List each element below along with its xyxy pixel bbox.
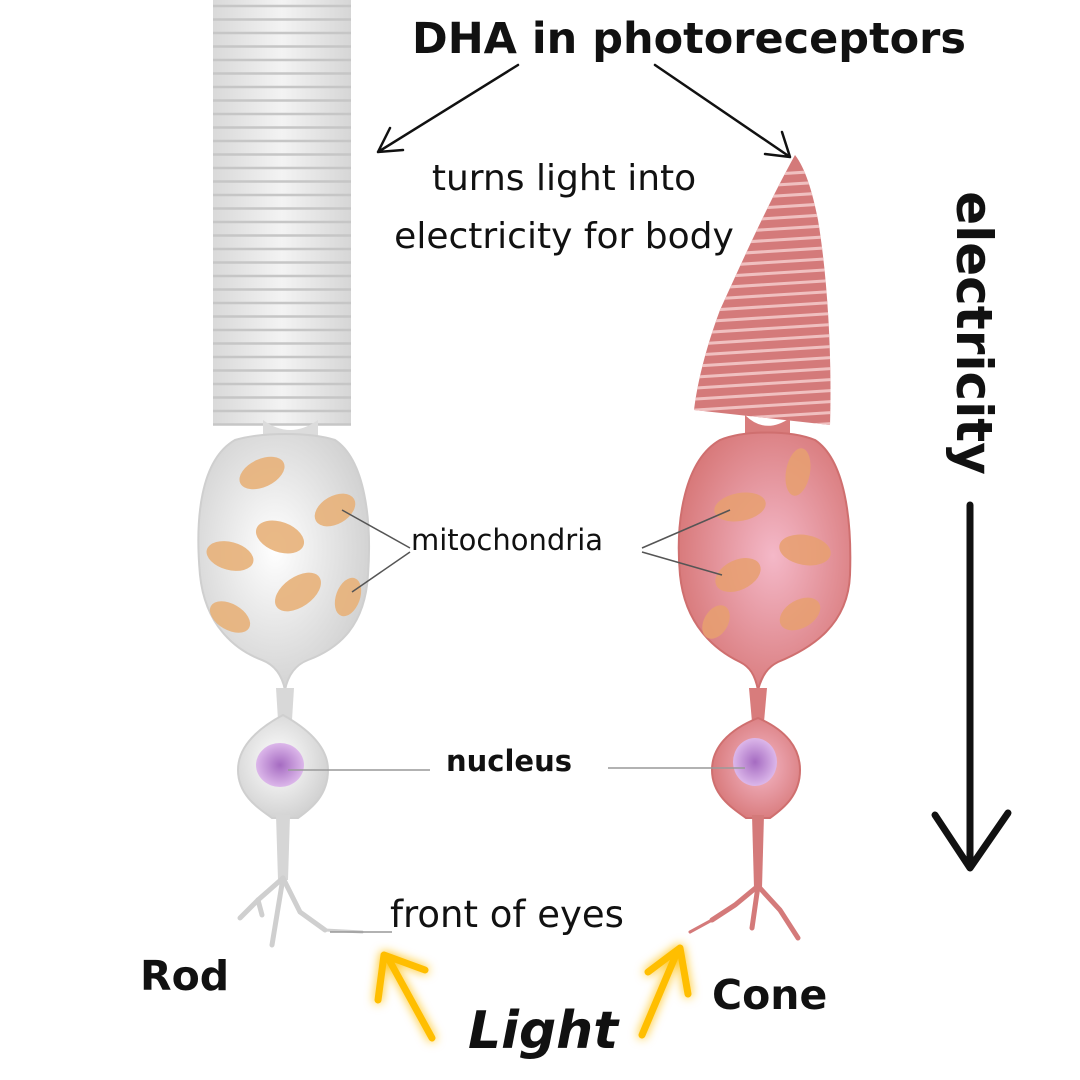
arrow-to-cone [653, 63, 792, 159]
cone-cell [677, 155, 852, 941]
rod-disc-background [213, 0, 351, 425]
cone-disc [694, 366, 831, 380]
description-text: turns light into electricity for body [394, 158, 734, 257]
cone-nucleus [733, 738, 777, 786]
cone-synaptic-terminal [688, 883, 801, 941]
mitochondria-label: mitochondria [411, 523, 604, 557]
rod-label: Rod [140, 952, 230, 1000]
cone-stalk-upper [749, 688, 767, 722]
electricity-label: electricity [945, 191, 1003, 475]
cone-axon [752, 815, 764, 888]
rod-stalk-upper [276, 688, 294, 720]
electricity-label-wrap: electricity [944, 168, 1004, 498]
cone-disc [694, 377, 831, 391]
light-label: Light [468, 1001, 619, 1061]
cone-disc [694, 344, 831, 358]
rod-nucleus [256, 743, 304, 787]
rod-cell [197, 0, 371, 948]
callout-lines [288, 509, 745, 933]
front-of-eyes-label: front of eyes [390, 893, 624, 936]
cone-disc [694, 399, 831, 413]
rod-axon [276, 815, 290, 880]
cone-disc [694, 388, 831, 402]
cone-label: Cone [712, 971, 828, 1019]
arrow-to-rod [376, 63, 520, 154]
cone-disc [694, 355, 831, 369]
electricity-arrow [931, 501, 1012, 872]
nucleus-label: nucleus [446, 744, 572, 778]
diagram-title: DHA in photoreceptors [412, 14, 966, 64]
rod-mitochondria [206, 456, 362, 633]
rod-outer-segment [213, 0, 351, 426]
light-arrows [374, 944, 692, 1042]
light-arrow-right [638, 944, 692, 1039]
cone-mitochondria [702, 448, 831, 639]
rod-synaptic-terminal [237, 875, 364, 948]
light-arrow-left [374, 951, 436, 1042]
title-pointer-arrows [376, 63, 792, 159]
cone-outer-segment [694, 155, 831, 425]
